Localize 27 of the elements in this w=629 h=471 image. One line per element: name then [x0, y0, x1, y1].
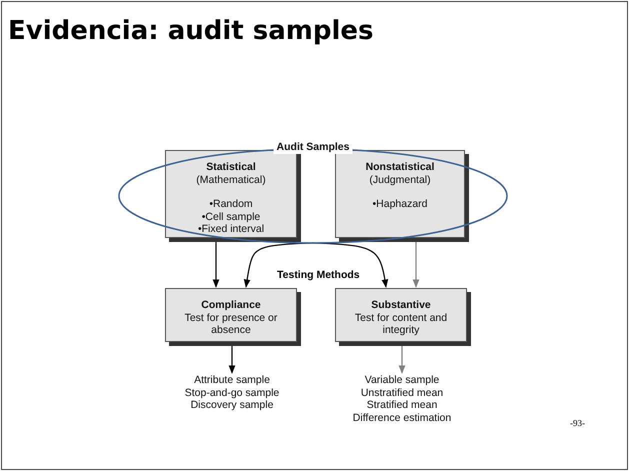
box-text: •Haphazard: [372, 198, 428, 210]
list-item: Stop-and-go sample: [184, 386, 280, 399]
list-item: Difference estimation: [352, 412, 452, 424]
box-text: •Cell sample: [202, 210, 260, 223]
box-text: •Random: [209, 198, 253, 210]
box-heading: Nonstatistical: [366, 161, 434, 174]
box-heading: Statistical: [206, 161, 256, 174]
list-item: Stratified mean: [366, 399, 438, 412]
box-heading: Compliance: [201, 299, 261, 312]
list-item: Attribute sample: [194, 374, 270, 386]
arrow: [228, 343, 236, 374]
box-text: (Mathematical): [196, 174, 266, 186]
arrow: [212, 239, 220, 288]
list-item: Unstratified mean: [360, 386, 444, 399]
list-item: Variable sample: [364, 374, 440, 386]
box-heading: Substantive: [371, 299, 431, 312]
arc-label: Testing Methods: [277, 269, 360, 281]
list-item: Discovery sample: [190, 399, 274, 412]
box-text: Test for content and integrity: [354, 312, 448, 336]
box-text: Test for presence or absence: [184, 312, 278, 336]
box-text: (Judgmental): [369, 174, 431, 186]
group-heading: Audit Samples: [274, 141, 352, 154]
box-text: •Fixed interval: [198, 223, 264, 236]
page-number: -93-: [570, 418, 585, 428]
arrow: [398, 343, 406, 374]
arrow: [412, 239, 420, 288]
slide-title: Evidencia: audit samples: [8, 16, 374, 46]
